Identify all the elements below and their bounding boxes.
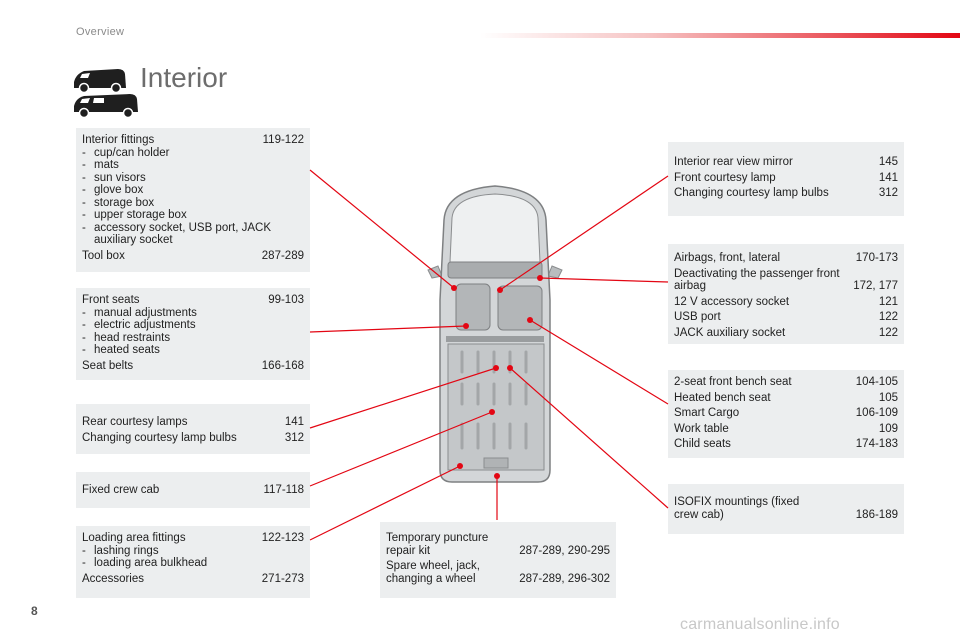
leader-lines [309, 169, 669, 541]
sub-item: sun visors [82, 172, 304, 185]
sub-item: electric adjustments [82, 319, 304, 332]
sub-item: upper storage box [82, 209, 304, 222]
sub-item: glove box [82, 184, 304, 197]
sub-item: cup/can holder [82, 147, 304, 160]
van-top-view [427, 185, 563, 483]
callout-dots [451, 275, 543, 479]
page-number: 8 [31, 604, 38, 618]
sub-item: heated seats [82, 344, 304, 357]
van-icon [74, 69, 126, 94]
watermark: carmanualsonline.info [680, 616, 840, 633]
page-title: Interior [140, 62, 228, 93]
sub-item: head restraints [82, 332, 304, 345]
section-label: Overview [76, 26, 125, 38]
sub-item: manual adjustments [82, 307, 304, 320]
sub-item: storage box [82, 197, 304, 210]
sub-item: accessory socket, USB port, JACK auxilia… [82, 222, 304, 247]
sub-item: loading area bulkhead [82, 557, 304, 570]
accent-bar [480, 33, 960, 38]
sub-item: mats [82, 159, 304, 172]
van-icons [74, 69, 138, 118]
sub-item: lashing rings [82, 545, 304, 558]
crew-cab-van-icon [74, 94, 138, 118]
info-box-isofix: ISOFIX mountings (fixed crew cab)186-189 [668, 484, 904, 534]
entry-row: ISOFIX mountings (fixed crew cab)186-189 [674, 496, 898, 521]
